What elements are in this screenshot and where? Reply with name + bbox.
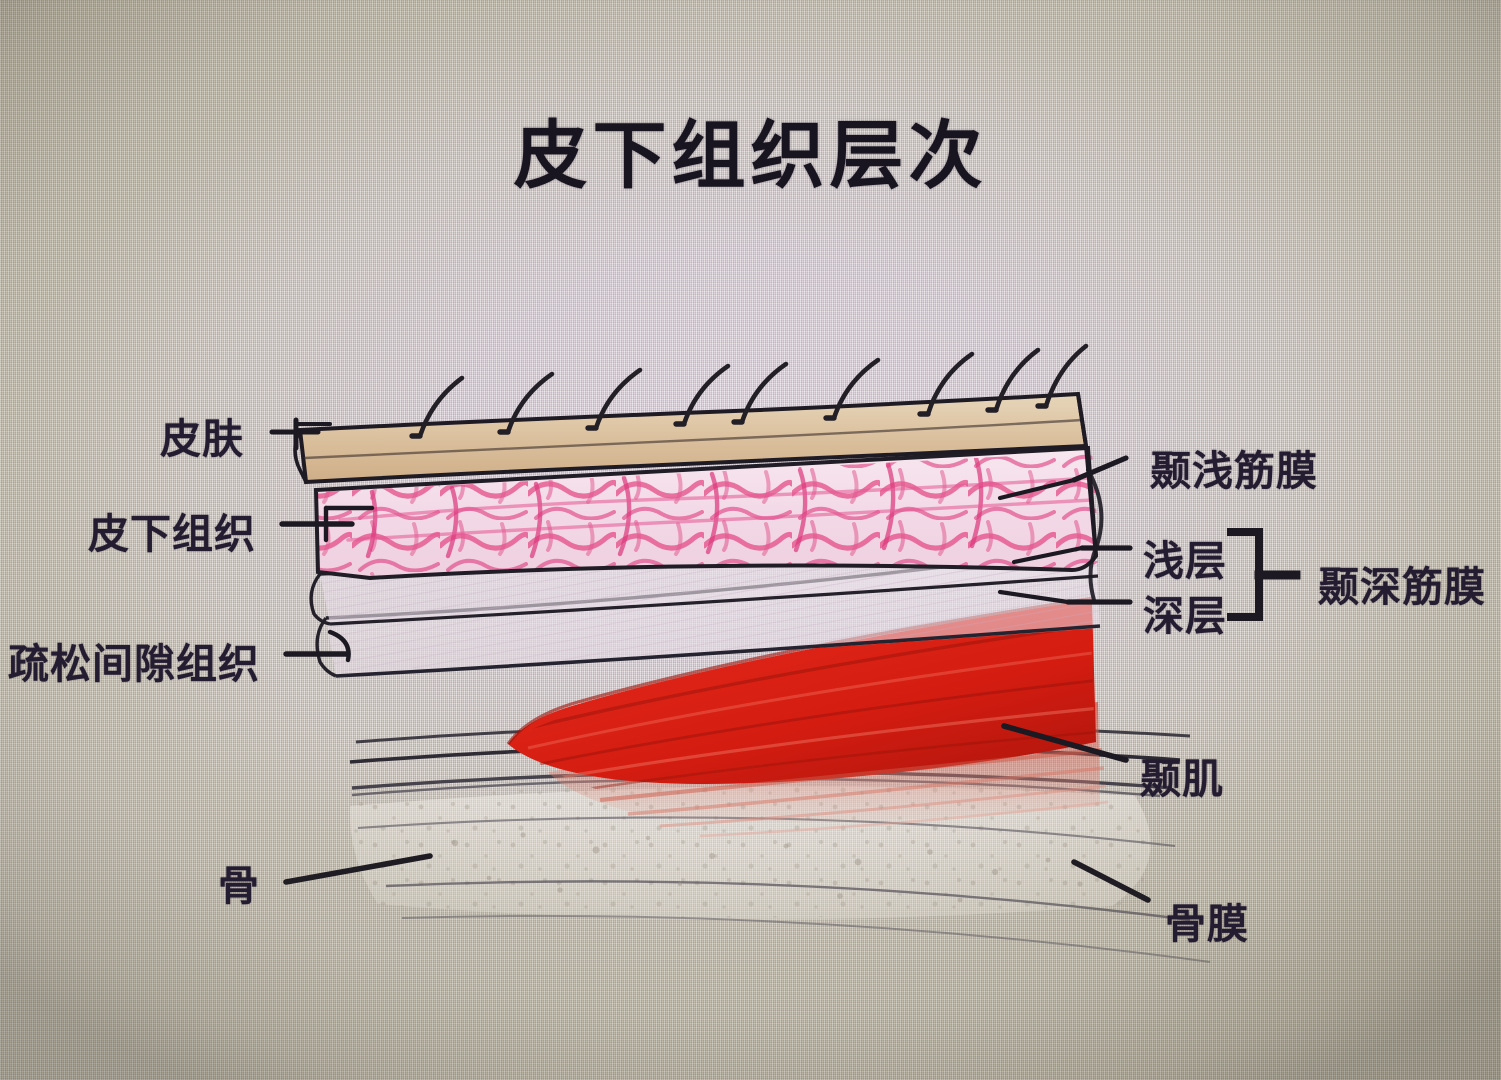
label-subcutaneous-tissue: 皮下组织 — [88, 511, 256, 557]
label-deep-layer: 深层 — [1143, 593, 1227, 639]
leader-lines — [269, 417, 1151, 903]
hair-shafts — [409, 343, 1089, 439]
label-temporalis-muscle: 颞肌 — [1140, 756, 1224, 802]
label-deep-temporal-fascia: 颞深筋膜 — [1318, 564, 1486, 610]
label-bone: 骨 — [218, 863, 260, 909]
temporalis-muscle-layer — [506, 596, 1109, 838]
deep-fascia-brace — [1227, 528, 1301, 621]
label-skin: 皮肤 — [160, 416, 244, 462]
label-periosteum: 骨膜 — [1165, 901, 1249, 947]
page-title: 皮下组织层次 — [513, 114, 988, 197]
label-superficial-temporal-fascia: 颞浅筋膜 — [1150, 448, 1318, 494]
label-loose-areolar-tissue: 疏松间隙组织 — [8, 641, 260, 687]
label-superficial-layer: 浅层 — [1143, 538, 1227, 584]
